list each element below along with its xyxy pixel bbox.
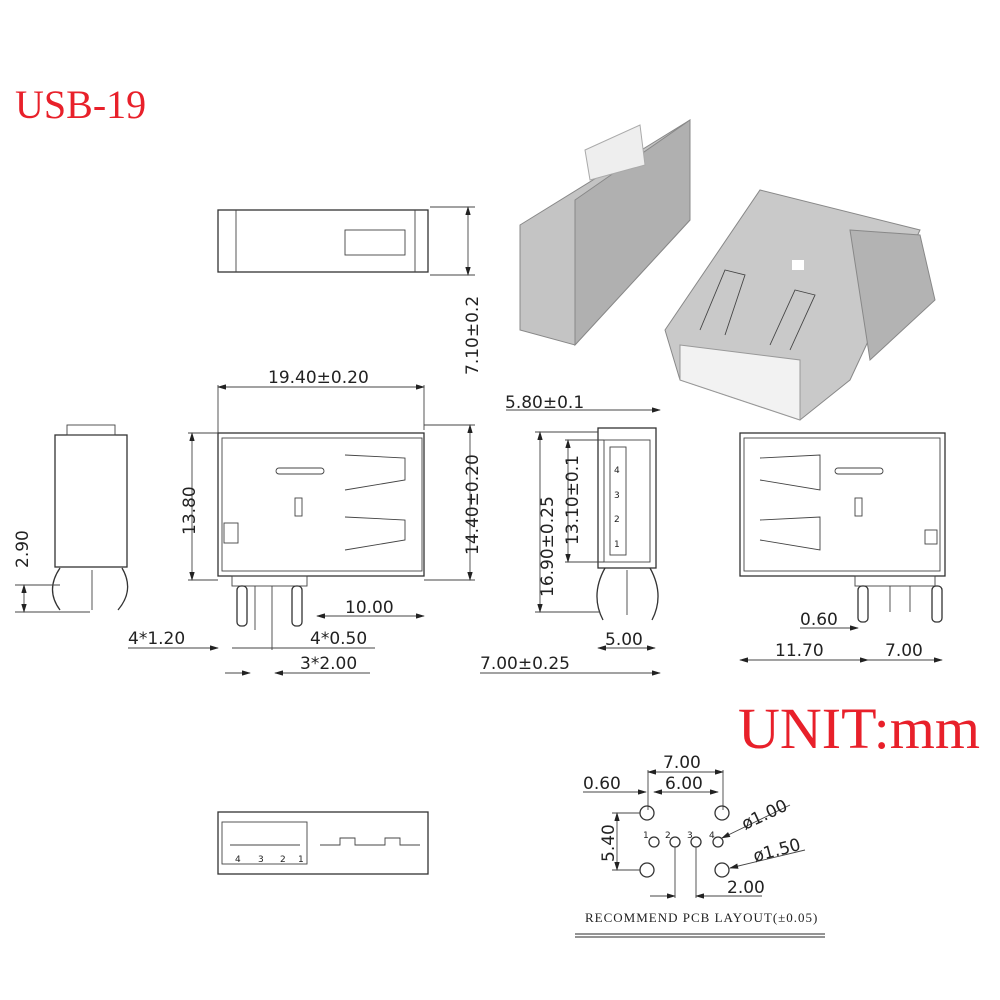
bottom-pin-4: 4 bbox=[235, 855, 241, 865]
dim-pin-pitch: 3*2.00 bbox=[300, 654, 357, 674]
pcb-pitch: 2.00 bbox=[727, 878, 765, 898]
unit-label: UNIT:mm bbox=[738, 696, 980, 761]
top-view: 7.10±0.2 bbox=[217, 206, 483, 375]
dim-pin-width: 4*0.50 bbox=[310, 629, 367, 649]
product-title: USB-19 bbox=[15, 82, 146, 127]
left-view: 19.40±0.20 13.80 14.40±0.20 10.00 4*1.20… bbox=[128, 368, 483, 676]
dim-front-height: 16.90±0.25 bbox=[538, 496, 558, 597]
bottom-pin-2: 2 bbox=[280, 855, 286, 865]
dim-front-width: 5.80±0.1 bbox=[505, 393, 584, 413]
front-pin-3: 3 bbox=[614, 491, 620, 501]
dim-overall-height: 14.40±0.20 bbox=[463, 454, 483, 555]
pcb-pin-hole: ø1.00 bbox=[739, 796, 791, 835]
pcb-peg-hole: ø1.50 bbox=[751, 835, 803, 867]
pcb-pin-1: 1 bbox=[643, 831, 649, 841]
bottom-view: 4 3 2 1 bbox=[217, 811, 429, 875]
pcb-layout: 7.00 0.60 6.00 1 2 3 4 5.40 ø1.00 ø1.50 … bbox=[575, 753, 825, 938]
front-view: 5.80±0.1 4 3 2 1 16.90±0.25 13.10±0.1 5.… bbox=[480, 393, 661, 676]
bottom-pin-1: 1 bbox=[298, 855, 304, 865]
pcb-width-inner: 6.00 bbox=[665, 774, 703, 794]
product-photo bbox=[519, 119, 936, 421]
dim-pin-offset: 10.00 bbox=[345, 598, 394, 618]
pcb-pin-2: 2 bbox=[665, 831, 671, 841]
dim-right-length: 11.70 bbox=[775, 641, 824, 661]
dim-right-gap: 0.60 bbox=[800, 610, 838, 630]
pcb-offset: 0.60 bbox=[583, 774, 621, 794]
pcb-width-outer: 7.00 bbox=[663, 753, 701, 773]
dim-side-pin-height: 2.90 bbox=[13, 530, 33, 568]
dim-port-height: 13.10±0.1 bbox=[563, 455, 583, 545]
front-pin-1: 1 bbox=[614, 540, 620, 550]
dim-peg-spacing: 5.00 bbox=[605, 630, 643, 650]
pcb-height: 5.40 bbox=[599, 824, 619, 862]
dim-front-base-width: 7.00±0.25 bbox=[480, 654, 570, 674]
pcb-caption: RECOMMEND PCB LAYOUT(±0.05) bbox=[585, 910, 818, 925]
bottom-pin-3: 3 bbox=[258, 855, 264, 865]
dim-peg-width: 4*1.20 bbox=[128, 629, 185, 649]
dim-top-height: 7.10±0.2 bbox=[463, 296, 483, 375]
dim-right-pins: 7.00 bbox=[885, 641, 923, 661]
front-pin-4: 4 bbox=[614, 466, 620, 476]
front-pin-2: 2 bbox=[614, 515, 620, 525]
right-view: 0.60 11.70 7.00 bbox=[739, 432, 946, 663]
pcb-pin-4: 4 bbox=[709, 831, 715, 841]
pcb-pin-3: 3 bbox=[687, 831, 693, 841]
dim-length: 19.40±0.20 bbox=[268, 368, 369, 388]
side-view: 2.90 bbox=[13, 424, 129, 613]
dim-body-height: 13.80 bbox=[180, 486, 200, 535]
